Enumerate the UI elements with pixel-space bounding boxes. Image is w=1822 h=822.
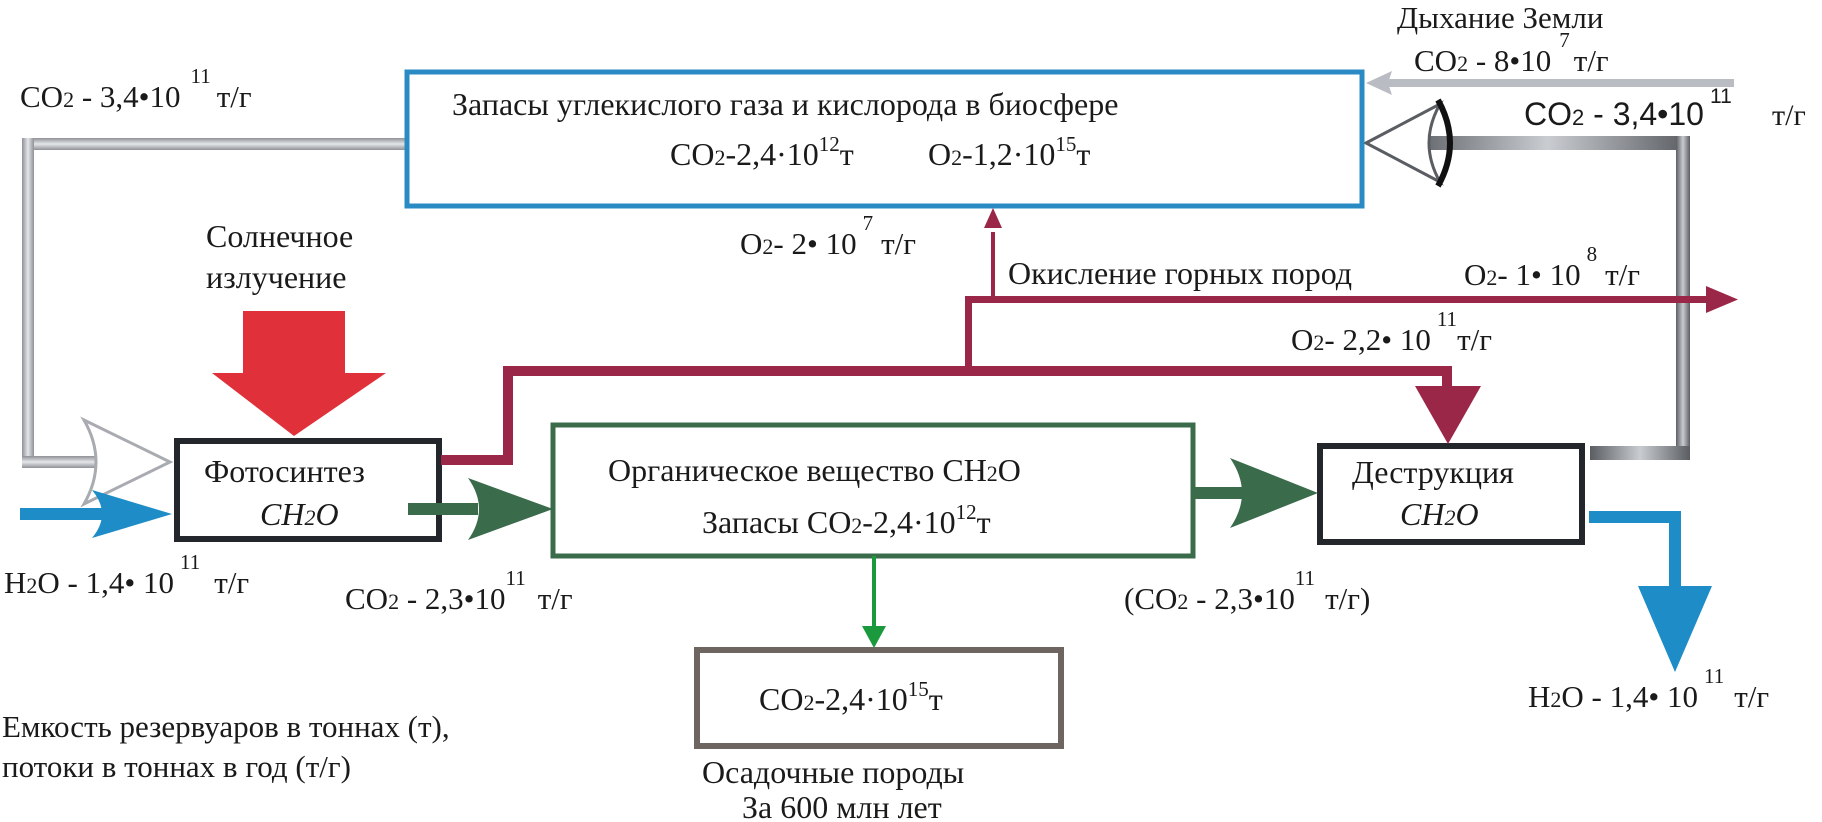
o2-oxidation-flow-label: O2- 1• 108т/г (1464, 242, 1640, 292)
co2-right-pipe-top (1405, 136, 1690, 150)
sediment-box (694, 647, 1064, 749)
h2o-right-flow-label: H2O - 1,4• 1011т/г (1528, 664, 1769, 714)
h2o-right-line (1589, 511, 1681, 523)
right-co2-flow-unit: т/г (1772, 99, 1806, 132)
organic-out-line (1193, 487, 1253, 499)
sediment-caption-2: За 600 млн лет (742, 789, 942, 822)
o2-up-flow-label: O2- 2• 107т/г (740, 211, 916, 261)
biosphere-o2-stock: O2-1,2·1015т (928, 132, 1090, 172)
rock-oxidation-label: Окисление горных пород (1008, 255, 1352, 291)
organic-flow-out (1193, 458, 1318, 528)
organic-matter-box (550, 422, 1196, 559)
sediment-stock: CO2-2,4·1015т (759, 677, 943, 717)
o2-main-flow-label: O2- 2,2• 1011т/г (1291, 307, 1492, 357)
co2-left-pipe-top (22, 138, 406, 150)
sediment-flow-line (872, 556, 876, 628)
organic-title: Органическое вещество CH2O (608, 452, 1021, 488)
o2-pipe-up (991, 232, 995, 296)
earth-breath-co2: CO2 - 8•107т/г (1414, 28, 1609, 78)
photosynthesis-box (174, 438, 442, 542)
co2-right-arrow-arc (1435, 98, 1453, 188)
organic-in-line (408, 503, 478, 515)
h2o-right-arrowhead (1638, 586, 1712, 672)
co2-right-arrowhead (1362, 100, 1444, 186)
biosphere-title: Запасы углекислого газа и кислорода в би… (452, 86, 1118, 122)
destruction-formula: CH2O (1400, 496, 1479, 532)
earth-breath-label: Дыхание Земли (1397, 0, 1603, 35)
water-flow-right (1589, 511, 1712, 672)
photosynthesis-formula: CH2O (260, 496, 339, 532)
co2-left-pipe-side (22, 138, 34, 468)
o2-up-arrowhead (984, 208, 1002, 228)
co2-destruction-flow-label: (CO2 - 2,3•1011т/г) (1124, 566, 1370, 616)
earth-breath-arrowhead (1366, 71, 1392, 95)
h2o-left-flow-label: H2O - 1,4• 1011т/г (4, 550, 249, 600)
o2-pipe-branch (965, 296, 972, 372)
organic-stock: Запасы CO2-2,4·1012т (702, 500, 991, 540)
solar-radiation-arrow (212, 311, 386, 436)
h2o-left-line (20, 508, 120, 520)
o2-destruction-arrowhead (1415, 386, 1481, 444)
organic-flow-in (408, 478, 553, 540)
biosphere-box (404, 69, 1365, 209)
organic-out-arrowhead (1230, 458, 1318, 528)
photosynthesis-title: Фотосинтез (204, 453, 365, 489)
sediment-caption-1: Осадочные породы (702, 754, 964, 790)
co2-left-arrowhead (80, 416, 174, 508)
sediment-flow (862, 556, 886, 648)
sediment-flow-arrowhead (862, 626, 886, 648)
earth-breath-line (1378, 79, 1734, 87)
o2-oxidation-arrowhead (1706, 286, 1738, 313)
o2-pipe-rise (503, 366, 513, 465)
left-co2-flow-label: CO2 - 3,4•1011т/г (20, 64, 252, 114)
solar-label-2: излучение (206, 259, 346, 295)
h2o-left-arrowhead (92, 490, 172, 538)
water-flow-left (20, 490, 172, 538)
o2-pipe-out (441, 455, 509, 465)
organic-in-arrowhead (468, 478, 553, 540)
h2o-right-drop (1669, 511, 1681, 589)
legend-line-1: Емкость резервуаров в тоннах (т), (2, 709, 450, 744)
o2-pipe-oxidation (965, 296, 1706, 303)
co2-photosynthesis-flow-label: CO2 - 2,3•1011т/г (345, 566, 573, 616)
oxygen-flow (441, 208, 1738, 465)
legend-line-2: потоки в тоннах в год (т/г) (2, 749, 351, 784)
o2-pipe-main (503, 366, 1451, 376)
co2-left-loop (22, 138, 406, 508)
o2-pipe-down (1442, 366, 1452, 388)
co2-right-pipe-bottom (1590, 446, 1690, 460)
destruction-box (1317, 443, 1585, 545)
earth-breath-flow (1366, 71, 1734, 95)
solar-label-1: Солнечное (206, 218, 353, 254)
destruction-title: Деструкция (1352, 454, 1514, 490)
biosphere-co2-stock: CO2-2,4·1012т (670, 132, 854, 172)
